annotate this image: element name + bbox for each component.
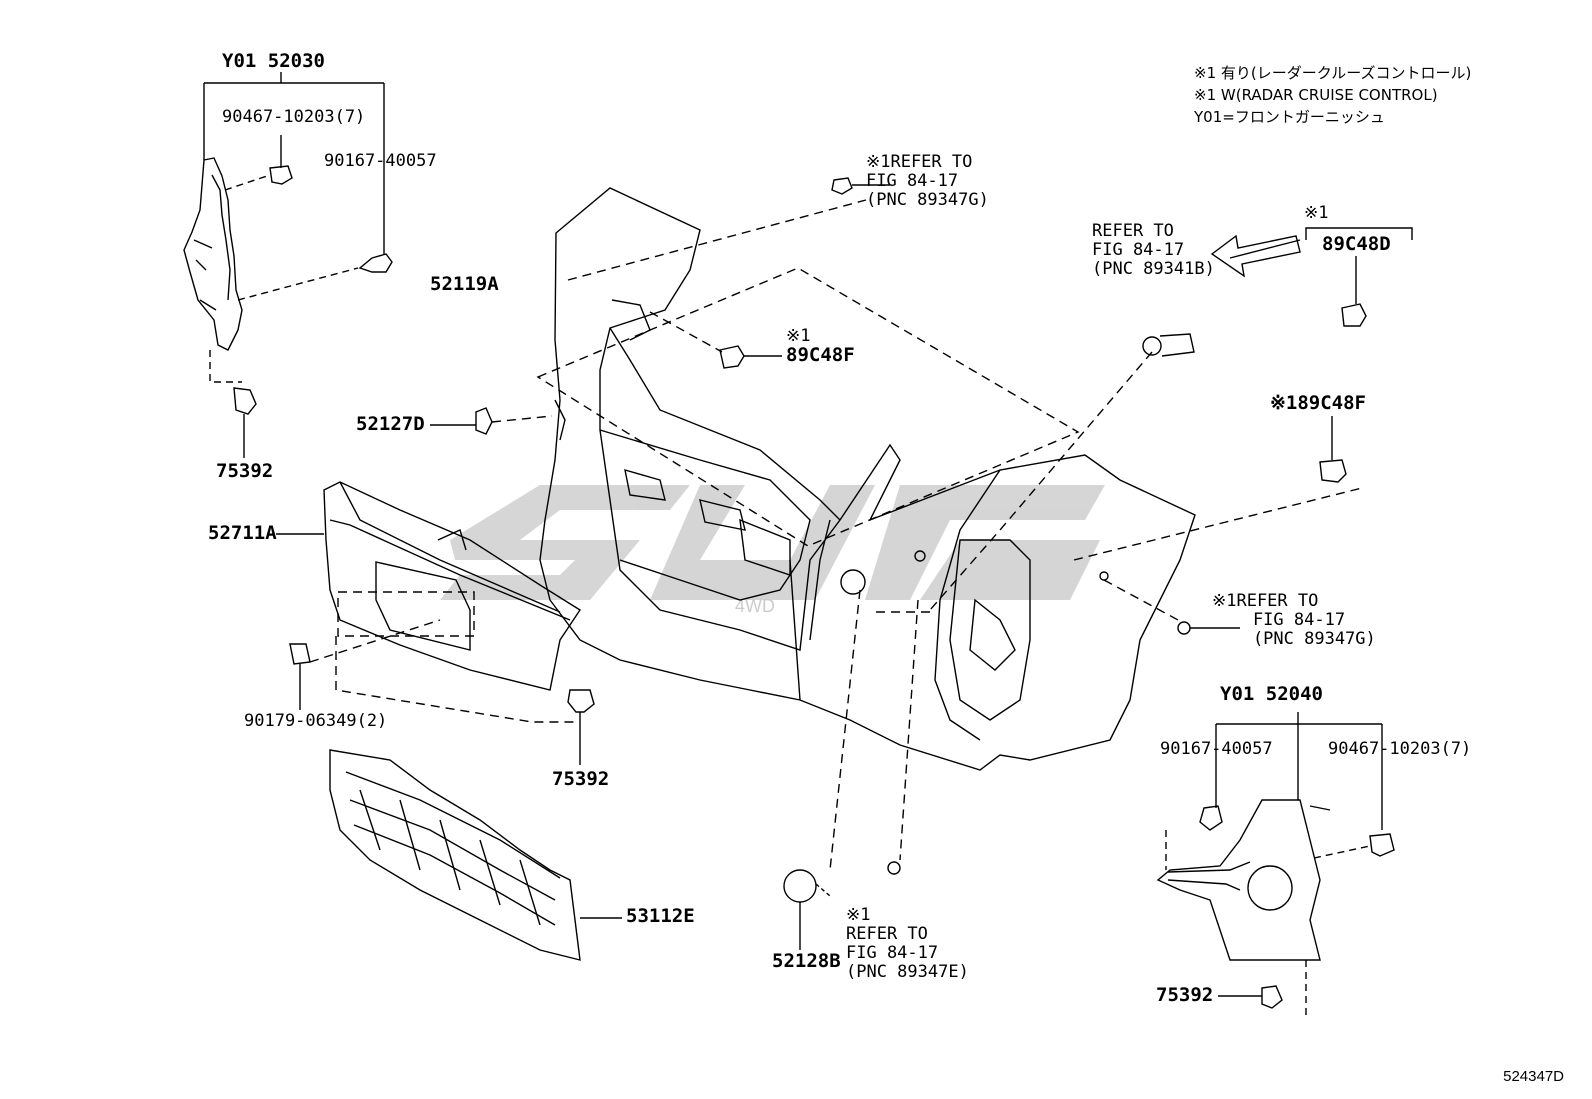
label-89C48F-a-mark: ※1: [786, 326, 811, 346]
clip-52127D: [475, 407, 493, 435]
screw-right: [1199, 805, 1223, 831]
label-75392-b: 75392: [552, 768, 610, 790]
garnish-right-bracket: [1215, 712, 1383, 830]
label-garnish-left: Y01 52030: [222, 50, 325, 72]
watermark-logo: 4WD: [440, 485, 1105, 616]
nut-top: [831, 177, 853, 195]
label-screw-right: 90167-40057: [1160, 739, 1273, 759]
arrow-to-sensor: [1210, 234, 1301, 278]
clip-89C48D: [1341, 303, 1367, 327]
dashed-connections: [309, 199, 1363, 871]
leader-lines-left: [209, 174, 359, 383]
ref-top: ※1REFER TO FIG 84-17 (PNC 89347G): [866, 152, 989, 210]
label-52119A: 52119A: [430, 273, 499, 295]
ref-right: ※1REFER TO FIG 84-17 (PNC 89347G): [1212, 591, 1376, 649]
bumper-cover: [539, 187, 1196, 771]
note-line-1: ※1 有り(レーダークルーズコントロール): [1194, 64, 1472, 82]
label-garnish-right: Y01 52040: [1220, 683, 1323, 705]
label-89C48F-a: 89C48F: [786, 344, 855, 366]
label-89C48F-b: ※189C48F: [1270, 392, 1366, 414]
label-90179: 90179-06349(2): [244, 711, 388, 731]
note-line-3: Y01=フロントガーニッシュ: [1194, 108, 1385, 126]
clip-75392-b: [567, 689, 595, 713]
figure-number: 524347D: [1503, 1068, 1564, 1085]
garnish-left-part: [183, 157, 393, 351]
label-clip-left: 90467-10203(7): [222, 107, 366, 127]
grille-53112E: [329, 749, 581, 961]
garnish-left-bracket: [203, 72, 385, 255]
nut-right: [1177, 621, 1191, 635]
label-53112E: 53112E: [626, 905, 695, 927]
label-89C48D-mark: ※1: [1304, 203, 1329, 223]
label-52711A: 52711A: [208, 522, 277, 544]
clip-right: [1369, 833, 1395, 857]
label-52128B: 52128B: [772, 950, 841, 972]
clip-89C48F-b: [1319, 459, 1347, 483]
clip-75392-c: [1261, 985, 1283, 1009]
svg-text:4WD: 4WD: [735, 596, 775, 616]
note-line-2: ※1 W(RADAR CRUISE CONTROL): [1194, 86, 1438, 104]
label-75392-c: 75392: [1156, 984, 1214, 1006]
label-89C48D: 89C48D: [1322, 233, 1391, 255]
bracket-89C48D: [1305, 227, 1413, 240]
clip-75392-a: [233, 387, 257, 415]
radar-sensor: [1142, 333, 1195, 357]
label-screw-left: 90167-40057: [324, 151, 437, 171]
clip-fog-bottom: [887, 861, 901, 875]
lower-garnish-52711A: [323, 481, 581, 691]
garnish-right-part: [1156, 799, 1331, 961]
cap-52128B: [783, 869, 817, 903]
label-52127D: 52127D: [356, 413, 425, 435]
clip-89C48F-a: [719, 345, 745, 369]
ref-bottom: ※1 REFER TO FIG 84-17 (PNC 89347E): [846, 905, 969, 982]
clip-90179: [289, 643, 311, 665]
label-75392-a: 75392: [216, 460, 274, 482]
ref-sensor: REFER TO FIG 84-17 (PNC 89341B): [1092, 221, 1215, 279]
label-clip-right: 90467-10203(7): [1328, 739, 1472, 759]
